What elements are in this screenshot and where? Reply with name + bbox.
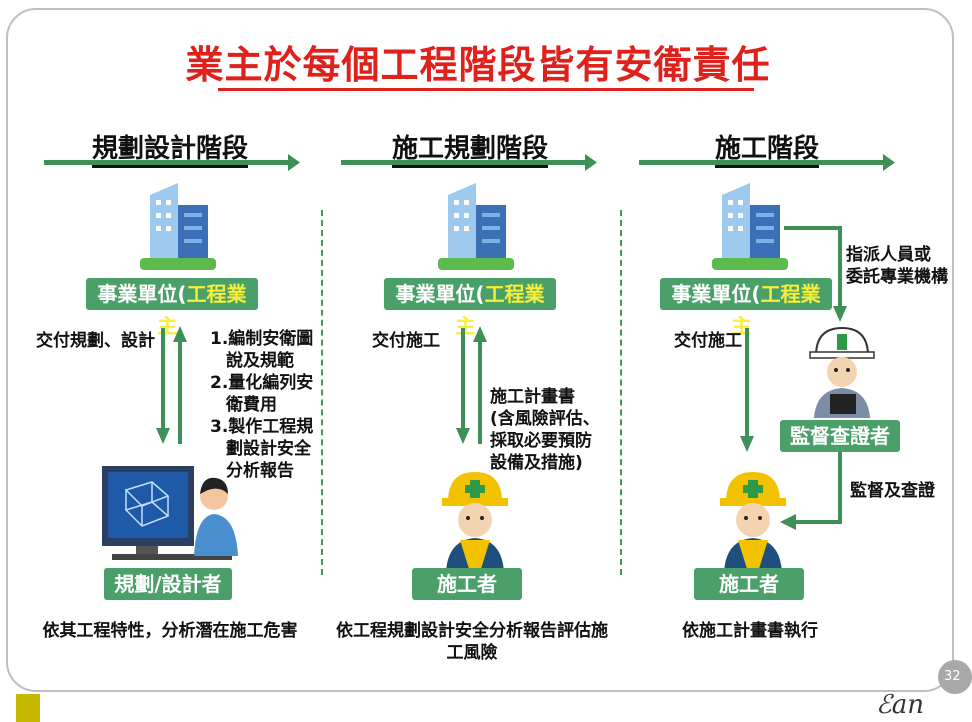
phase-arrow-1: [44, 160, 290, 165]
supervisor-illustration: [809, 326, 875, 418]
phase-arrowhead-2: [585, 154, 597, 171]
logo-icon: [16, 694, 40, 722]
building-icon: [712, 183, 788, 270]
page-title: 業主於每個工程階段皆有安衛責任: [185, 43, 771, 87]
handoff-text: 交付施工: [674, 331, 742, 351]
designer-illustration: [102, 466, 238, 560]
phase-arrow-2: [341, 160, 587, 165]
role-box-constructor: 施工者: [694, 568, 804, 600]
owner-box: 事業單位(工程業主): [86, 278, 258, 338]
building-icon: [140, 183, 216, 270]
caption-construction: 依施工計畫書執行: [682, 621, 818, 641]
signature-mark: ℰan: [876, 690, 924, 720]
clipboard-icon: [830, 394, 856, 414]
owner-box: 事業單位(工程業主): [384, 278, 556, 338]
phase-arrowhead-3: [883, 154, 895, 171]
phase-arrow-3: [639, 160, 885, 165]
role-box-designer: 規劃/設計者: [104, 568, 232, 600]
building-icon: [438, 183, 514, 270]
up-arrow: [178, 340, 182, 444]
title-underline: [218, 88, 754, 91]
caption-constructor-planning: 依工程規劃設計安全分析報告評估施 工風險: [336, 621, 608, 663]
assign-text: 指派人員或 委託專業機構: [846, 245, 948, 287]
phase-label-construction-planning: 施工規劃階段: [320, 128, 620, 168]
role-box-constructor: 施工者: [412, 568, 522, 600]
handoff-text: 交付規劃、設計: [36, 331, 155, 351]
worker-illustration: [442, 472, 508, 572]
down-arrow: [161, 328, 165, 430]
construction-plan-text: 施工計畫書 (含風險評估、 採取必要預防 設備及措施): [490, 387, 600, 473]
phase-label-planning: 規劃設計階段: [20, 128, 320, 168]
phase-label-construction: 施工階段: [617, 128, 917, 168]
worker-illustration: [720, 472, 786, 572]
verify-text: 監督及查證: [850, 481, 935, 501]
page-number-badge: 32: [938, 660, 972, 694]
up-arrowhead: [173, 326, 187, 342]
down-arrowhead: [156, 428, 170, 444]
column-divider-1: [321, 210, 323, 575]
handoff-text: 交付施工: [372, 331, 440, 351]
owner-tasks-list: 1.編制安衛圖 說及規範 2.量化編列安 衛費用 3.製作工程規 劃設計安全 分…: [210, 329, 314, 481]
phase-arrowhead-1: [288, 154, 300, 171]
caption-designer: 依其工程特性，分析潛在施工危害: [42, 621, 298, 641]
column-divider-2: [620, 210, 622, 575]
role-box-supervisor: 監督查證者: [780, 420, 900, 452]
owner-box: 事業單位(工程業主): [660, 278, 832, 338]
